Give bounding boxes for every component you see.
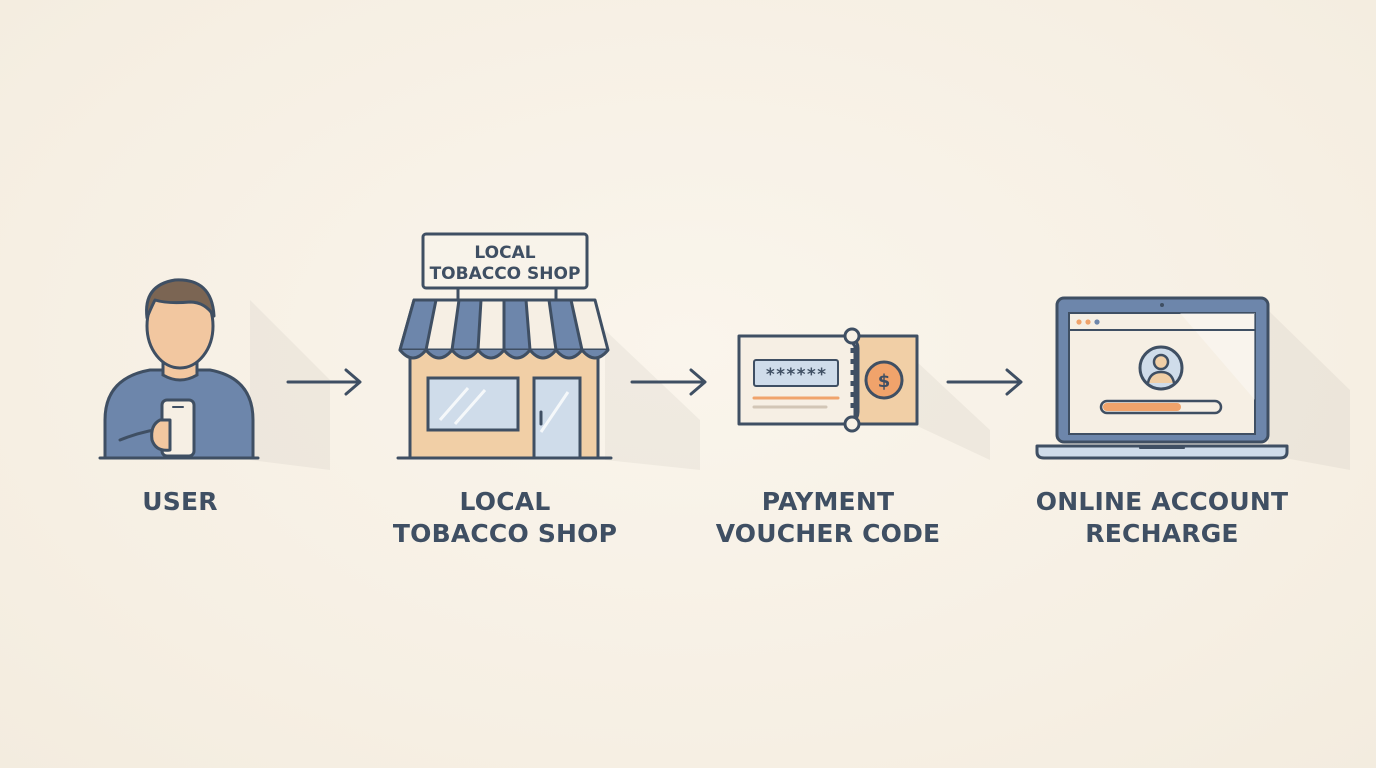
step-label-voucher-line-1: PAYMENT [761, 487, 895, 516]
step-label-user-line-1: USER [142, 487, 218, 516]
step-label-voucher: PAYMENT VOUCHER CODE [708, 486, 948, 550]
flow-arrow-3 [946, 368, 1023, 396]
shop-sign-line-1: LOCAL [474, 243, 535, 263]
voucher-ticket-icon [737, 327, 990, 460]
shop-sign-line-2: TOBACCO SHOP [430, 264, 581, 284]
voucher-masked-code: ****** [765, 365, 826, 385]
step-label-recharge-line-2: RECHARGE [1085, 519, 1239, 548]
step-label-recharge: ONLINE ACCOUNT RECHARGE [1022, 486, 1302, 550]
flow-arrow-2 [630, 368, 707, 396]
step-label-shop: LOCAL TOBACCO SHOP [385, 486, 625, 550]
flow-arrow-1 [286, 368, 362, 396]
shop-sign [421, 232, 589, 290]
step-label-user: USER [80, 486, 280, 518]
dollar-icon: $ [878, 371, 891, 392]
laptop-account-icon [1035, 296, 1350, 470]
step-label-recharge-line-1: ONLINE ACCOUNT [1035, 487, 1289, 516]
step-label-shop-line-1: LOCAL [459, 487, 551, 516]
step-label-shop-line-2: TOBACCO SHOP [392, 519, 618, 548]
step-label-voucher-line-2: VOUCHER CODE [715, 519, 941, 548]
user-with-phone-icon [98, 278, 330, 470]
storefront-icon [396, 232, 700, 470]
